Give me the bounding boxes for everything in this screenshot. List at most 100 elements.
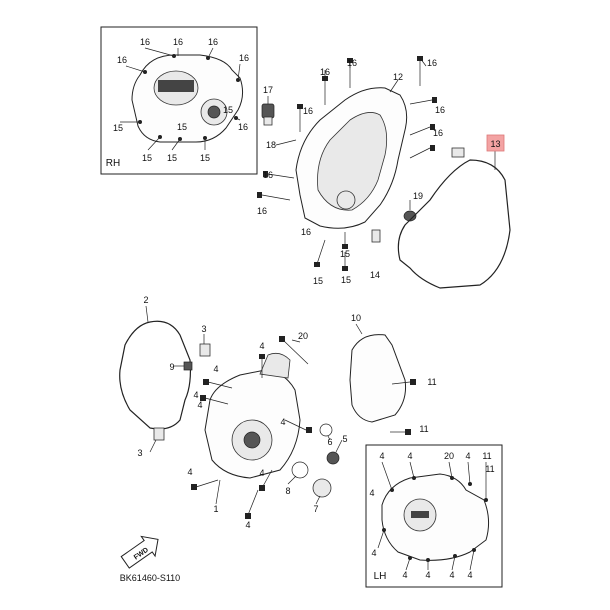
callout-2: 2 — [143, 295, 148, 305]
dowel-pin-3a — [199, 343, 211, 357]
callout-16e: 16 — [435, 105, 445, 115]
rh-callout-12: 16 — [238, 122, 248, 132]
callout-16h: 16 — [257, 206, 267, 216]
rh-assembly-leaders — [267, 57, 496, 210]
dowel-pin — [451, 147, 465, 158]
rh-cover-inner — [317, 112, 388, 211]
callout-11b: 11 — [419, 424, 428, 434]
rh-leaders — [120, 47, 241, 151]
rh-assembly-callouts: 17 16 12 16 16 16 16 16 18 16 19 16 16 1… — [257, 58, 445, 286]
lh-callout-12: 4 — [467, 570, 472, 580]
lh-callout-11: 4 — [449, 570, 454, 580]
lh-callout-2: 4 — [407, 451, 412, 461]
lh-cover-top-lug — [259, 352, 291, 379]
callout-7: 7 — [313, 504, 318, 514]
callout-16b: 16 — [347, 58, 357, 68]
rh-cover-assembly: 17 16 12 16 16 16 16 16 18 16 19 16 16 1… — [257, 56, 511, 289]
lh-callout-9: 4 — [402, 570, 407, 580]
rh-callout-2: 16 — [173, 37, 183, 47]
rh-callout-5: 15 — [113, 123, 123, 133]
rh-bolts — [261, 60, 433, 270]
rh-cover-boss — [336, 190, 356, 210]
yamaha-logo-plate — [158, 80, 194, 92]
callout-16g: 16 — [263, 170, 273, 180]
lh-inset-frame — [365, 444, 503, 588]
rh-inset-title: RH — [106, 158, 120, 169]
callout-16i: 16 — [301, 227, 311, 237]
rh-cover-gasket — [397, 159, 511, 289]
callout-4g: 4 — [259, 468, 264, 478]
rh-inset: RH 16 16 16 16 15 15 15 15 — [100, 26, 258, 175]
rh-callout-1: 16 — [140, 37, 150, 47]
callout-18: 18 — [266, 140, 276, 150]
callout-9: 9 — [169, 362, 174, 372]
lh-callout-7: 4 — [369, 488, 374, 498]
highlight-box-13 — [486, 134, 505, 152]
callout-11a: 11 — [427, 377, 436, 387]
lh-callout-1: 4 — [379, 451, 384, 461]
sprocket-cover — [349, 334, 406, 423]
rh-oil-filler-cap — [207, 105, 221, 119]
oil-seal-19 — [403, 210, 417, 222]
rh-callout-4: 16 — [117, 55, 127, 65]
rh-callout-8: 15 — [200, 153, 210, 163]
lh-inset-leaders — [377, 461, 487, 571]
oil-filler-cap — [261, 103, 275, 119]
lh-bolt-heads — [191, 336, 416, 519]
fwd-arrow-shape — [120, 535, 159, 569]
lh-cover-gasket — [119, 320, 192, 430]
callout-20: 20 — [298, 331, 308, 341]
callout-4c: 4 — [193, 390, 198, 400]
callout-13: 13 — [490, 139, 500, 149]
callout-15b: 15 — [340, 249, 350, 259]
callout-15c: 15 — [341, 275, 351, 285]
dowel-pin-3b — [153, 427, 165, 441]
lh-inset-title: LH — [374, 571, 387, 582]
lh-cover-assembly: 2 3 20 10 4 4 9 4 11 4 4 11 6 5 3 8 4 7 … — [119, 295, 437, 530]
dowel-pin-14 — [371, 229, 381, 243]
lh-callout-6: 11 — [485, 464, 494, 474]
callout-12: 12 — [393, 72, 403, 82]
clamp-9 — [183, 361, 193, 371]
callout-15a: 15 — [313, 276, 323, 286]
callout-16d: 16 — [303, 106, 313, 116]
rh-inset-frame — [100, 26, 258, 175]
callout-6: 6 — [327, 437, 332, 447]
lh-callout-4: 4 — [465, 451, 470, 461]
rh-callout-6: 15 — [142, 153, 152, 163]
lh-assembly-callouts: 2 3 20 10 4 4 9 4 11 4 4 11 6 5 3 8 4 7 … — [137, 295, 436, 530]
oil-filler-stem — [263, 116, 273, 126]
callout-4a: 4 — [259, 341, 264, 351]
lh-inset-logo — [411, 511, 429, 518]
callout-16c: 16 — [427, 58, 437, 68]
plug-7 — [312, 478, 332, 498]
o-ring-8 — [291, 461, 309, 479]
callout-4d: 4 — [197, 400, 202, 410]
rh-callout-7: 15 — [167, 153, 177, 163]
callout-3b: 3 — [137, 448, 142, 458]
callout-19: 19 — [413, 191, 423, 201]
lh-inset-callouts: 4 4 20 4 11 11 4 4 4 4 4 4 — [369, 451, 494, 580]
callout-17: 17 — [263, 85, 273, 95]
rh-callout-10: 16 — [239, 53, 249, 63]
fwd-arrow: FWD — [120, 535, 159, 569]
callout-4h: 4 — [245, 520, 250, 530]
plug-5 — [326, 451, 340, 465]
callout-4b: 4 — [213, 364, 218, 374]
callout-1: 1 — [213, 504, 218, 514]
callout-3a: 3 — [201, 324, 206, 334]
lh-assembly-leaders — [145, 305, 363, 505]
callout-4e: 4 — [280, 417, 285, 427]
lh-bolts — [195, 339, 411, 516]
lh-callout-10: 4 — [425, 570, 430, 580]
lh-callout-5: 11 — [482, 451, 491, 461]
callout-16a: 16 — [320, 67, 330, 77]
lh-callout-8: 4 — [371, 548, 376, 558]
diagram-code: BK61460-S110 — [120, 573, 180, 583]
o-ring-6 — [319, 423, 333, 437]
lh-inset: LH 4 4 20 4 11 11 4 4 4 4 4 — [365, 444, 503, 588]
rh-callout-9: 15 — [177, 122, 187, 132]
rh-callout-3: 16 — [208, 37, 218, 47]
callout-4f: 4 — [187, 467, 192, 477]
